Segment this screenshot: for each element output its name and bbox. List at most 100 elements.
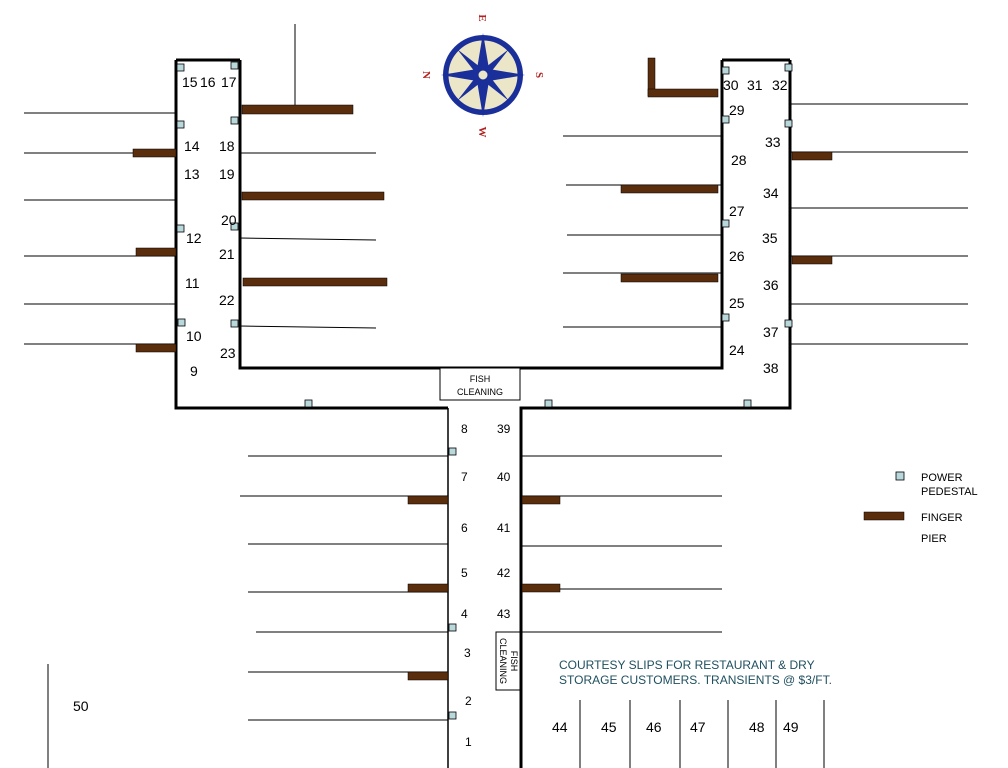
slip-4: 4	[461, 607, 468, 621]
slip-45: 45	[601, 719, 617, 735]
courtesy-note-line2: STORAGE CUSTOMERS. TRANSIENTS @ $3/FT.	[559, 673, 832, 687]
slip-24: 24	[729, 342, 745, 358]
fish-cleaning-side-label: FISH CLEANING	[498, 638, 519, 684]
finger	[791, 151, 833, 161]
finger	[407, 495, 449, 505]
power-pedestal	[176, 120, 185, 129]
slip-3: 3	[464, 646, 471, 660]
slip-21: 21	[219, 246, 235, 262]
legend-power-label-line2: PEDESTAL	[921, 486, 978, 498]
slip-12: 12	[186, 230, 202, 246]
power-pedestal	[721, 219, 730, 228]
legend-power-pedestal-swatch	[895, 471, 905, 481]
slip-8: 8	[461, 422, 468, 436]
slip-14: 14	[184, 138, 200, 154]
fish-cleaning-top-line2: CLEANING	[457, 387, 503, 397]
power-pedestal	[743, 399, 752, 408]
slip-7: 7	[461, 470, 468, 484]
power-pedestal	[448, 623, 457, 632]
slip-33: 33	[765, 134, 781, 150]
fish-cleaning-station-top	[439, 367, 521, 401]
fish-cleaning-side-line2: CLEANING	[498, 638, 508, 684]
power-pedestal	[230, 319, 239, 328]
power-pedestals	[176, 61, 793, 720]
slip-31: 31	[747, 77, 763, 93]
finger	[242, 277, 388, 287]
slip-25: 25	[729, 295, 745, 311]
slip-11: 11	[185, 275, 200, 291]
power-pedestal	[230, 61, 239, 70]
finger	[521, 583, 561, 593]
slip-47: 47	[690, 719, 706, 735]
slip-9: 9	[190, 363, 198, 379]
legend: POWER PEDESTAL FINGER PIER	[863, 471, 978, 545]
slip-36: 36	[763, 277, 779, 293]
finger	[135, 247, 177, 257]
finger	[791, 255, 833, 265]
finger	[407, 671, 449, 681]
finger	[241, 191, 385, 201]
slip-29: 29	[729, 102, 745, 118]
compass-west-label: W	[476, 127, 488, 138]
slip-16: 16	[200, 74, 216, 90]
slip-17: 17	[221, 74, 237, 90]
slip-5: 5	[461, 566, 468, 580]
legend-finger-swatch	[863, 511, 905, 521]
finger	[135, 343, 177, 353]
fish-cleaning-side-line1: FISH	[509, 651, 519, 672]
slip-40: 40	[497, 470, 511, 484]
slip-19: 19	[219, 166, 235, 182]
compass-north-label: N	[420, 71, 432, 79]
slip-18: 18	[219, 138, 235, 154]
slip-50: 50	[73, 698, 89, 714]
slip-39: 39	[497, 422, 511, 436]
legend-pier-label: PIER	[921, 533, 947, 545]
courtesy-note-line1: COURTESY SLIPS FOR RESTAURANT & DRY	[559, 658, 815, 672]
finger	[620, 184, 719, 194]
slip-27: 27	[729, 203, 745, 219]
slip-10: 10	[186, 328, 202, 344]
slip-44: 44	[552, 719, 568, 735]
power-pedestal	[176, 224, 185, 233]
compass-south-label: S	[533, 72, 545, 78]
power-pedestal	[784, 63, 793, 72]
slip-48: 48	[749, 719, 765, 735]
slip-49: 49	[783, 719, 799, 735]
compass-rose	[441, 33, 525, 117]
slip-26: 26	[729, 248, 745, 264]
slip-37: 37	[763, 324, 779, 340]
finger-piers	[132, 57, 833, 681]
slip-15: 15	[182, 74, 198, 90]
left-outer-pier	[174, 60, 448, 410]
slip-23: 23	[220, 345, 236, 361]
power-pedestal	[230, 116, 239, 125]
slip-34: 34	[763, 185, 779, 201]
slip-43: 43	[497, 607, 511, 621]
slip-1: 1	[465, 735, 472, 749]
slip-20: 20	[221, 212, 237, 228]
slip-46: 46	[646, 719, 662, 735]
power-pedestal	[721, 313, 730, 322]
slip-6: 6	[461, 521, 468, 535]
finger	[241, 104, 354, 115]
slip-42: 42	[497, 566, 511, 580]
finger	[132, 148, 177, 158]
slip-28: 28	[731, 152, 747, 168]
slip-22: 22	[219, 292, 235, 308]
slip-41: 41	[497, 521, 511, 535]
finger	[407, 583, 449, 593]
power-pedestal	[176, 63, 185, 72]
compass-east-label: E	[476, 14, 488, 21]
power-pedestal	[721, 115, 730, 124]
power-pedestal	[544, 399, 553, 408]
power-pedestal	[304, 399, 313, 408]
power-pedestal	[784, 119, 793, 128]
slip-13: 13	[184, 166, 200, 182]
slip-30: 30	[723, 77, 739, 93]
slip-38: 38	[763, 360, 779, 376]
finger	[620, 273, 719, 283]
legend-power-label-line1: POWER	[921, 472, 963, 484]
power-pedestal	[448, 711, 457, 720]
power-pedestal	[721, 66, 730, 75]
